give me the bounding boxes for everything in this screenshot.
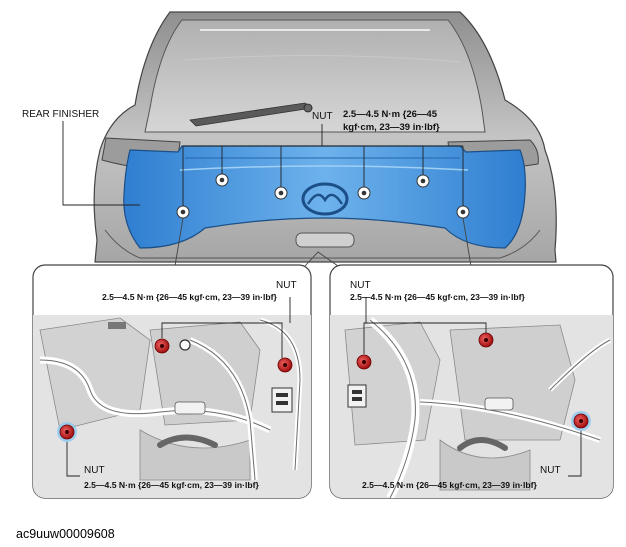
left-torque-top-label: 2.5—4.5 N·m {26—45 kgf·cm, 23—39 in·lbf}	[102, 292, 277, 302]
right-nut-top-label: NUT	[350, 280, 371, 291]
nut-marker	[356, 354, 372, 370]
left-torque-bottom-label: 2.5—4.5 N·m {26—45 kgf·cm, 23—39 in·lbf}	[84, 480, 259, 490]
finisher-clip-marker	[357, 186, 371, 200]
brand-emblem	[301, 182, 349, 216]
top-torque-line2: kgf·cm, 23—39 in·lbf}	[343, 122, 440, 133]
detail-panel-right	[329, 264, 614, 499]
left-nut-bottom-label: NUT	[84, 465, 105, 476]
figure-id: ac9uuw00009608	[16, 527, 115, 541]
top-nut-label: NUT	[312, 111, 333, 122]
nut-marker	[154, 338, 170, 354]
nut-marker	[277, 357, 293, 373]
top-torque-line1: 2.5—4.5 N·m {26—45	[343, 109, 437, 120]
vehicle-rear-view	[93, 11, 557, 263]
nut-marker	[57, 422, 77, 442]
top-leader-lines	[62, 121, 464, 206]
left-nut-top-label: NUT	[276, 280, 297, 291]
finisher-clip-marker	[215, 173, 229, 187]
right-torque-bottom-label: 2.5—4.5 N·m {26—45 kgf·cm, 23—39 in·lbf}	[362, 480, 537, 490]
nut-marker	[571, 411, 591, 431]
rear-finisher	[123, 145, 526, 249]
finisher-clip-marker	[274, 186, 288, 200]
right-torque-top-label: 2.5—4.5 N·m {26—45 kgf·cm, 23—39 in·lbf}	[350, 292, 525, 302]
finisher-clip-marker	[416, 174, 430, 188]
right-nut-bottom-label: NUT	[540, 465, 561, 476]
finisher-nut-markers	[176, 173, 470, 219]
callout-lines	[174, 217, 472, 267]
detail-panel-left	[32, 264, 312, 499]
rear-finisher-label: REAR FINISHER	[22, 109, 100, 120]
finisher-clip-marker	[456, 205, 470, 219]
nut-marker	[478, 332, 494, 348]
finisher-clip-marker	[176, 205, 190, 219]
rear-window	[144, 19, 486, 133]
